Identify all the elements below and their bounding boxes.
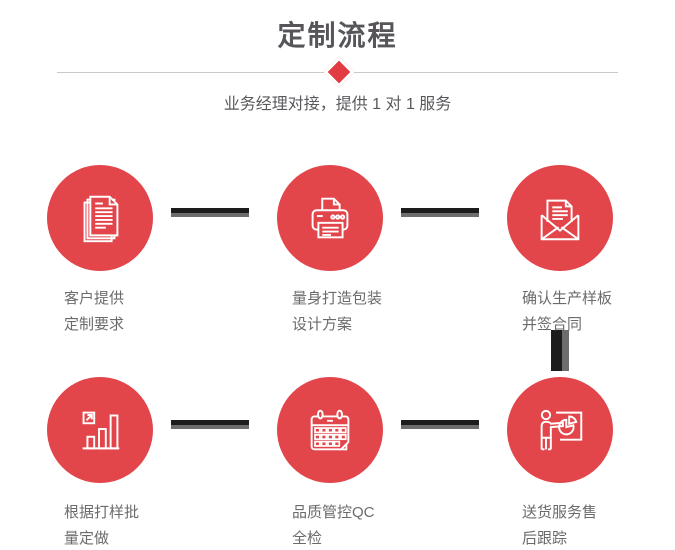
connector-step1-step2 bbox=[171, 208, 249, 217]
documents-icon bbox=[83, 195, 119, 243]
connector-step2-step3 bbox=[401, 208, 479, 217]
presentation-icon bbox=[540, 409, 583, 451]
bar-chart-icon bbox=[82, 411, 120, 450]
step-label-line: 后跟踪 bbox=[522, 530, 568, 547]
step-label-line: 客户提供 bbox=[64, 290, 125, 307]
step-circle-2 bbox=[277, 165, 383, 271]
step-label-5: 品质管控QC 全检 bbox=[292, 500, 452, 550]
step-circle-3 bbox=[507, 165, 613, 271]
step-label-2: 量身打造包装 设计方案 bbox=[292, 286, 452, 338]
diamond-icon bbox=[323, 56, 355, 88]
step-label-line: 全检 bbox=[292, 530, 323, 547]
step-label-3: 确认生产样板 并签合同 bbox=[522, 286, 675, 338]
step-circle-4 bbox=[47, 377, 153, 483]
connector-step4-step5 bbox=[171, 420, 249, 429]
step-label-line: 品质管控QC bbox=[292, 504, 375, 521]
step-circle-5 bbox=[277, 377, 383, 483]
connector-step5-step6 bbox=[401, 420, 479, 429]
step-label-1: 客户提供 定制要求 bbox=[64, 286, 224, 338]
printer-icon bbox=[311, 197, 349, 239]
envelope-icon bbox=[540, 199, 580, 241]
calendar-icon bbox=[310, 409, 351, 451]
connector-step3-step6 bbox=[551, 330, 569, 371]
step-label-4: 根据打样批 量定做 bbox=[64, 500, 224, 550]
page-title: 定制流程 bbox=[277, 20, 398, 51]
step-label-line: 送货服务售 bbox=[522, 504, 598, 521]
step-circle-6 bbox=[507, 377, 613, 483]
subtitle: 业务经理对接，提供 1 对 1 服务 bbox=[223, 96, 452, 113]
step-label-line: 设计方案 bbox=[292, 316, 353, 333]
step-label-line: 定制要求 bbox=[64, 316, 125, 333]
step-label-6: 送货服务售 后跟踪 bbox=[522, 500, 675, 550]
step-label-line: 确认生产样板 bbox=[522, 290, 613, 307]
step-label-line: 量定做 bbox=[64, 530, 110, 547]
step-label-line: 并签合同 bbox=[522, 316, 583, 333]
step-circle-1 bbox=[47, 165, 153, 271]
step-label-line: 根据打样批 bbox=[64, 504, 140, 521]
step-label-line: 量身打造包装 bbox=[292, 290, 383, 307]
